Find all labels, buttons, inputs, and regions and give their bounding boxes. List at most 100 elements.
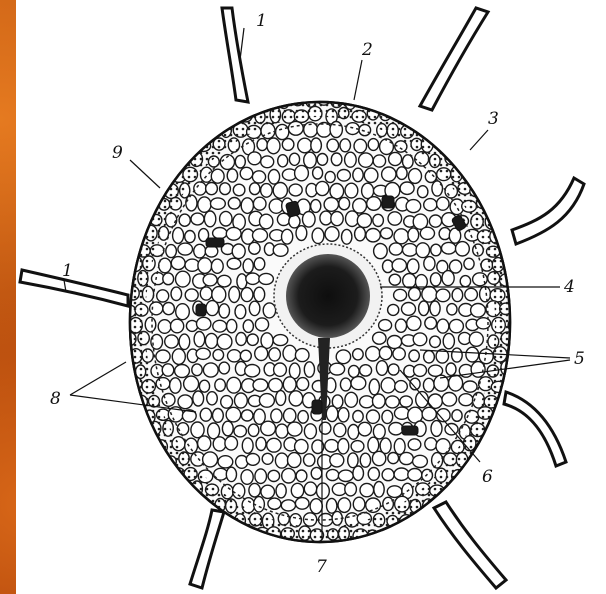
cell [225, 436, 238, 450]
label-outer-cells: 9 [112, 143, 123, 163]
cell [325, 440, 339, 452]
cell [297, 378, 309, 391]
cell [397, 167, 408, 180]
cell [330, 454, 344, 467]
cell [295, 498, 309, 510]
cell [236, 333, 246, 346]
cell [194, 182, 206, 195]
cell [213, 409, 224, 423]
cell [218, 275, 231, 287]
cell [430, 273, 441, 286]
cell [424, 257, 435, 271]
cell [366, 229, 380, 242]
cell [298, 138, 312, 153]
cell [214, 468, 228, 480]
nucleus [206, 238, 224, 247]
cell [269, 378, 283, 391]
cell [368, 139, 378, 151]
cell [178, 395, 192, 409]
cell [330, 363, 345, 375]
cell [355, 227, 366, 241]
cell [262, 453, 273, 464]
cell [218, 456, 233, 468]
cell [452, 410, 462, 422]
cell [227, 258, 241, 269]
cell [420, 227, 434, 239]
cell [185, 289, 198, 301]
cell [400, 396, 412, 407]
cell [345, 183, 358, 198]
cell [392, 259, 406, 272]
cell [256, 437, 266, 450]
cell [403, 274, 416, 288]
label-exodermis: 3 [488, 109, 499, 129]
cell [311, 467, 322, 479]
cell [331, 153, 342, 166]
cell [330, 184, 344, 199]
cell [226, 467, 236, 481]
cell [389, 243, 402, 255]
cell [207, 392, 218, 405]
cell [339, 197, 350, 209]
cell [374, 482, 384, 498]
cell [220, 183, 231, 195]
cell [446, 363, 456, 375]
cell [176, 304, 190, 320]
cross-section-body [122, 91, 519, 543]
cell [219, 362, 230, 374]
label-epiblema: 2 [361, 40, 373, 60]
cell [226, 227, 241, 240]
cell [423, 378, 434, 392]
cell [261, 184, 273, 198]
cell [232, 244, 245, 259]
cell [234, 426, 246, 437]
cell [261, 421, 276, 435]
cell [425, 171, 436, 183]
cell [204, 211, 215, 227]
cell [203, 452, 218, 467]
cell [295, 439, 308, 453]
cell [296, 226, 307, 241]
cell [255, 318, 268, 331]
cell [228, 198, 240, 210]
cell [145, 317, 156, 332]
cell [288, 453, 301, 468]
cell [407, 259, 419, 274]
cell [430, 336, 441, 347]
cell [213, 320, 227, 332]
cell [338, 470, 353, 481]
cell [439, 228, 450, 240]
cell [325, 227, 339, 242]
cell [416, 243, 429, 258]
cell [381, 228, 393, 239]
cell [463, 381, 477, 392]
cell [389, 274, 400, 285]
cell [185, 438, 198, 453]
cell [389, 423, 403, 435]
cell [317, 154, 327, 166]
cell [194, 332, 205, 347]
cell [157, 290, 169, 302]
cell [425, 438, 437, 450]
cell [351, 441, 364, 452]
cell [387, 336, 401, 349]
cell [227, 169, 237, 182]
cell [338, 498, 351, 513]
cell [342, 229, 352, 244]
cell [246, 454, 259, 466]
cell [382, 167, 396, 181]
root-hair [222, 8, 248, 102]
cell [331, 212, 343, 226]
central-cylinder [286, 254, 370, 338]
cell [171, 257, 185, 270]
cell [424, 351, 435, 363]
cell [379, 347, 391, 360]
cell [241, 198, 253, 214]
cell [464, 258, 474, 269]
cell [283, 345, 296, 361]
cell [311, 200, 321, 213]
cell [429, 215, 441, 227]
cell [158, 320, 171, 334]
cell [449, 319, 463, 332]
